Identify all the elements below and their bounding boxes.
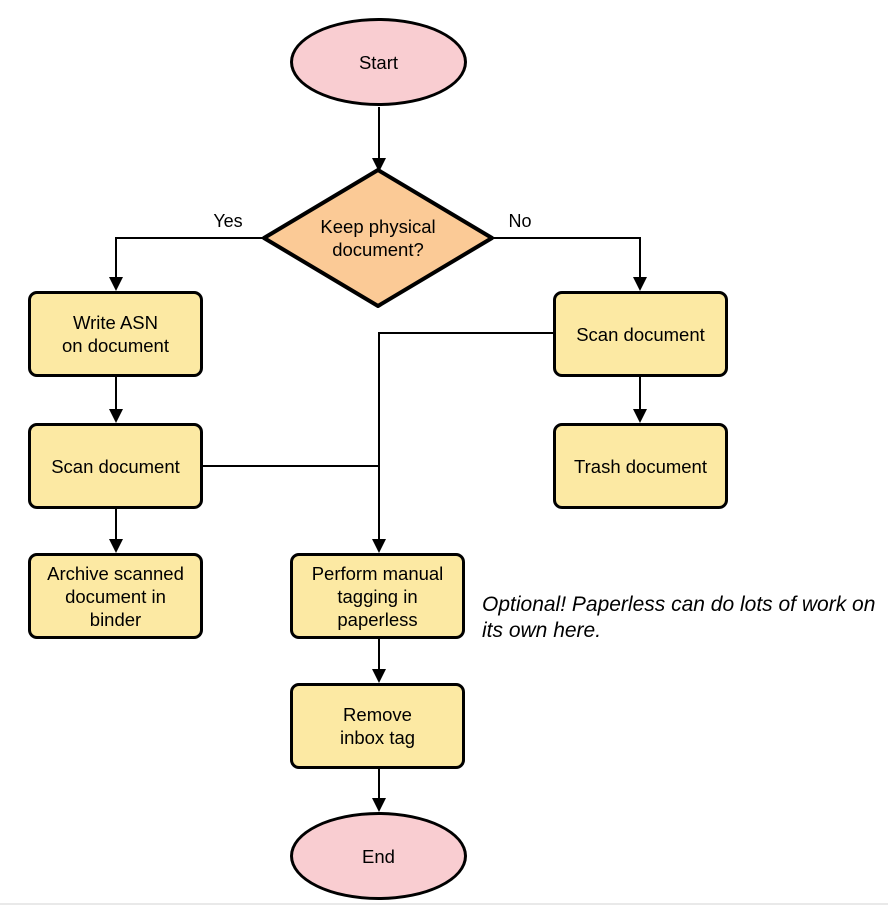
edge-label-no: No [508, 211, 532, 231]
node-start: Start [290, 18, 467, 106]
edge-label-yes: Yes [213, 211, 243, 231]
node-end-label: End [362, 845, 395, 867]
node-trash-document: Trash document [553, 423, 728, 509]
node-decision-shape [262, 168, 494, 308]
node-archive-line2: document in [65, 585, 166, 607]
node-scan-document-left-label: Scan document [51, 455, 180, 477]
node-write-asn-line1: Write ASN [73, 312, 158, 333]
arrowhead-remove [372, 669, 386, 683]
arrowhead-scan-right [633, 277, 647, 291]
node-manual-tagging-line3: paperless [337, 608, 418, 630]
node-remove-inbox-line2: inbox tag [339, 727, 416, 748]
page-bottom-edge [0, 903, 888, 905]
node-end: End [290, 812, 467, 900]
node-decision: Keep physical document? [261, 167, 495, 309]
node-manual-tagging-line2: tagging in [337, 585, 418, 607]
node-decision-line1: Keep physical [320, 216, 436, 237]
node-write-asn: Write ASN on document [28, 291, 203, 377]
node-remove-inbox-line1: Remove [343, 704, 412, 725]
node-scan-document-left: Scan document [28, 423, 203, 509]
node-scan-document-right: Scan document [553, 291, 728, 377]
node-write-asn-line2: on document [62, 335, 169, 356]
arrowhead-end [372, 798, 386, 812]
edge-yes-write-asn [115, 237, 266, 277]
arrowhead-decision [372, 158, 386, 172]
node-manual-tagging: Perform manual tagging in paperless [290, 553, 465, 639]
node-archive-line3: binder [89, 608, 142, 630]
arrowhead-archive [109, 539, 123, 553]
node-remove-inbox-tag: Remove inbox tag [290, 683, 465, 769]
node-trash-document-label: Trash document [574, 455, 707, 477]
node-manual-tagging-line1: Perform manual [311, 562, 444, 584]
optional-note-line2: its own here. [482, 618, 602, 642]
optional-note-line1: Optional! Paperless can do lots of work … [482, 593, 876, 616]
node-archive-line1: Archive scanned [47, 562, 184, 584]
node-archive-binder: Archive scanned document in binder [28, 553, 203, 639]
node-start-label: Start [358, 51, 399, 73]
arrowhead-write-asn [109, 277, 123, 291]
edge-no-scan-right [490, 237, 641, 277]
node-scan-document-right-label: Scan document [576, 323, 705, 345]
arrowhead-scan-left [109, 409, 123, 423]
arrowhead-tagging [372, 539, 386, 553]
optional-note: Optional! Paperless can do lots of work … [482, 592, 875, 643]
edge-scan-right-tagging [378, 332, 553, 539]
node-decision-line2: document? [332, 239, 424, 260]
arrowhead-trash [633, 409, 647, 423]
